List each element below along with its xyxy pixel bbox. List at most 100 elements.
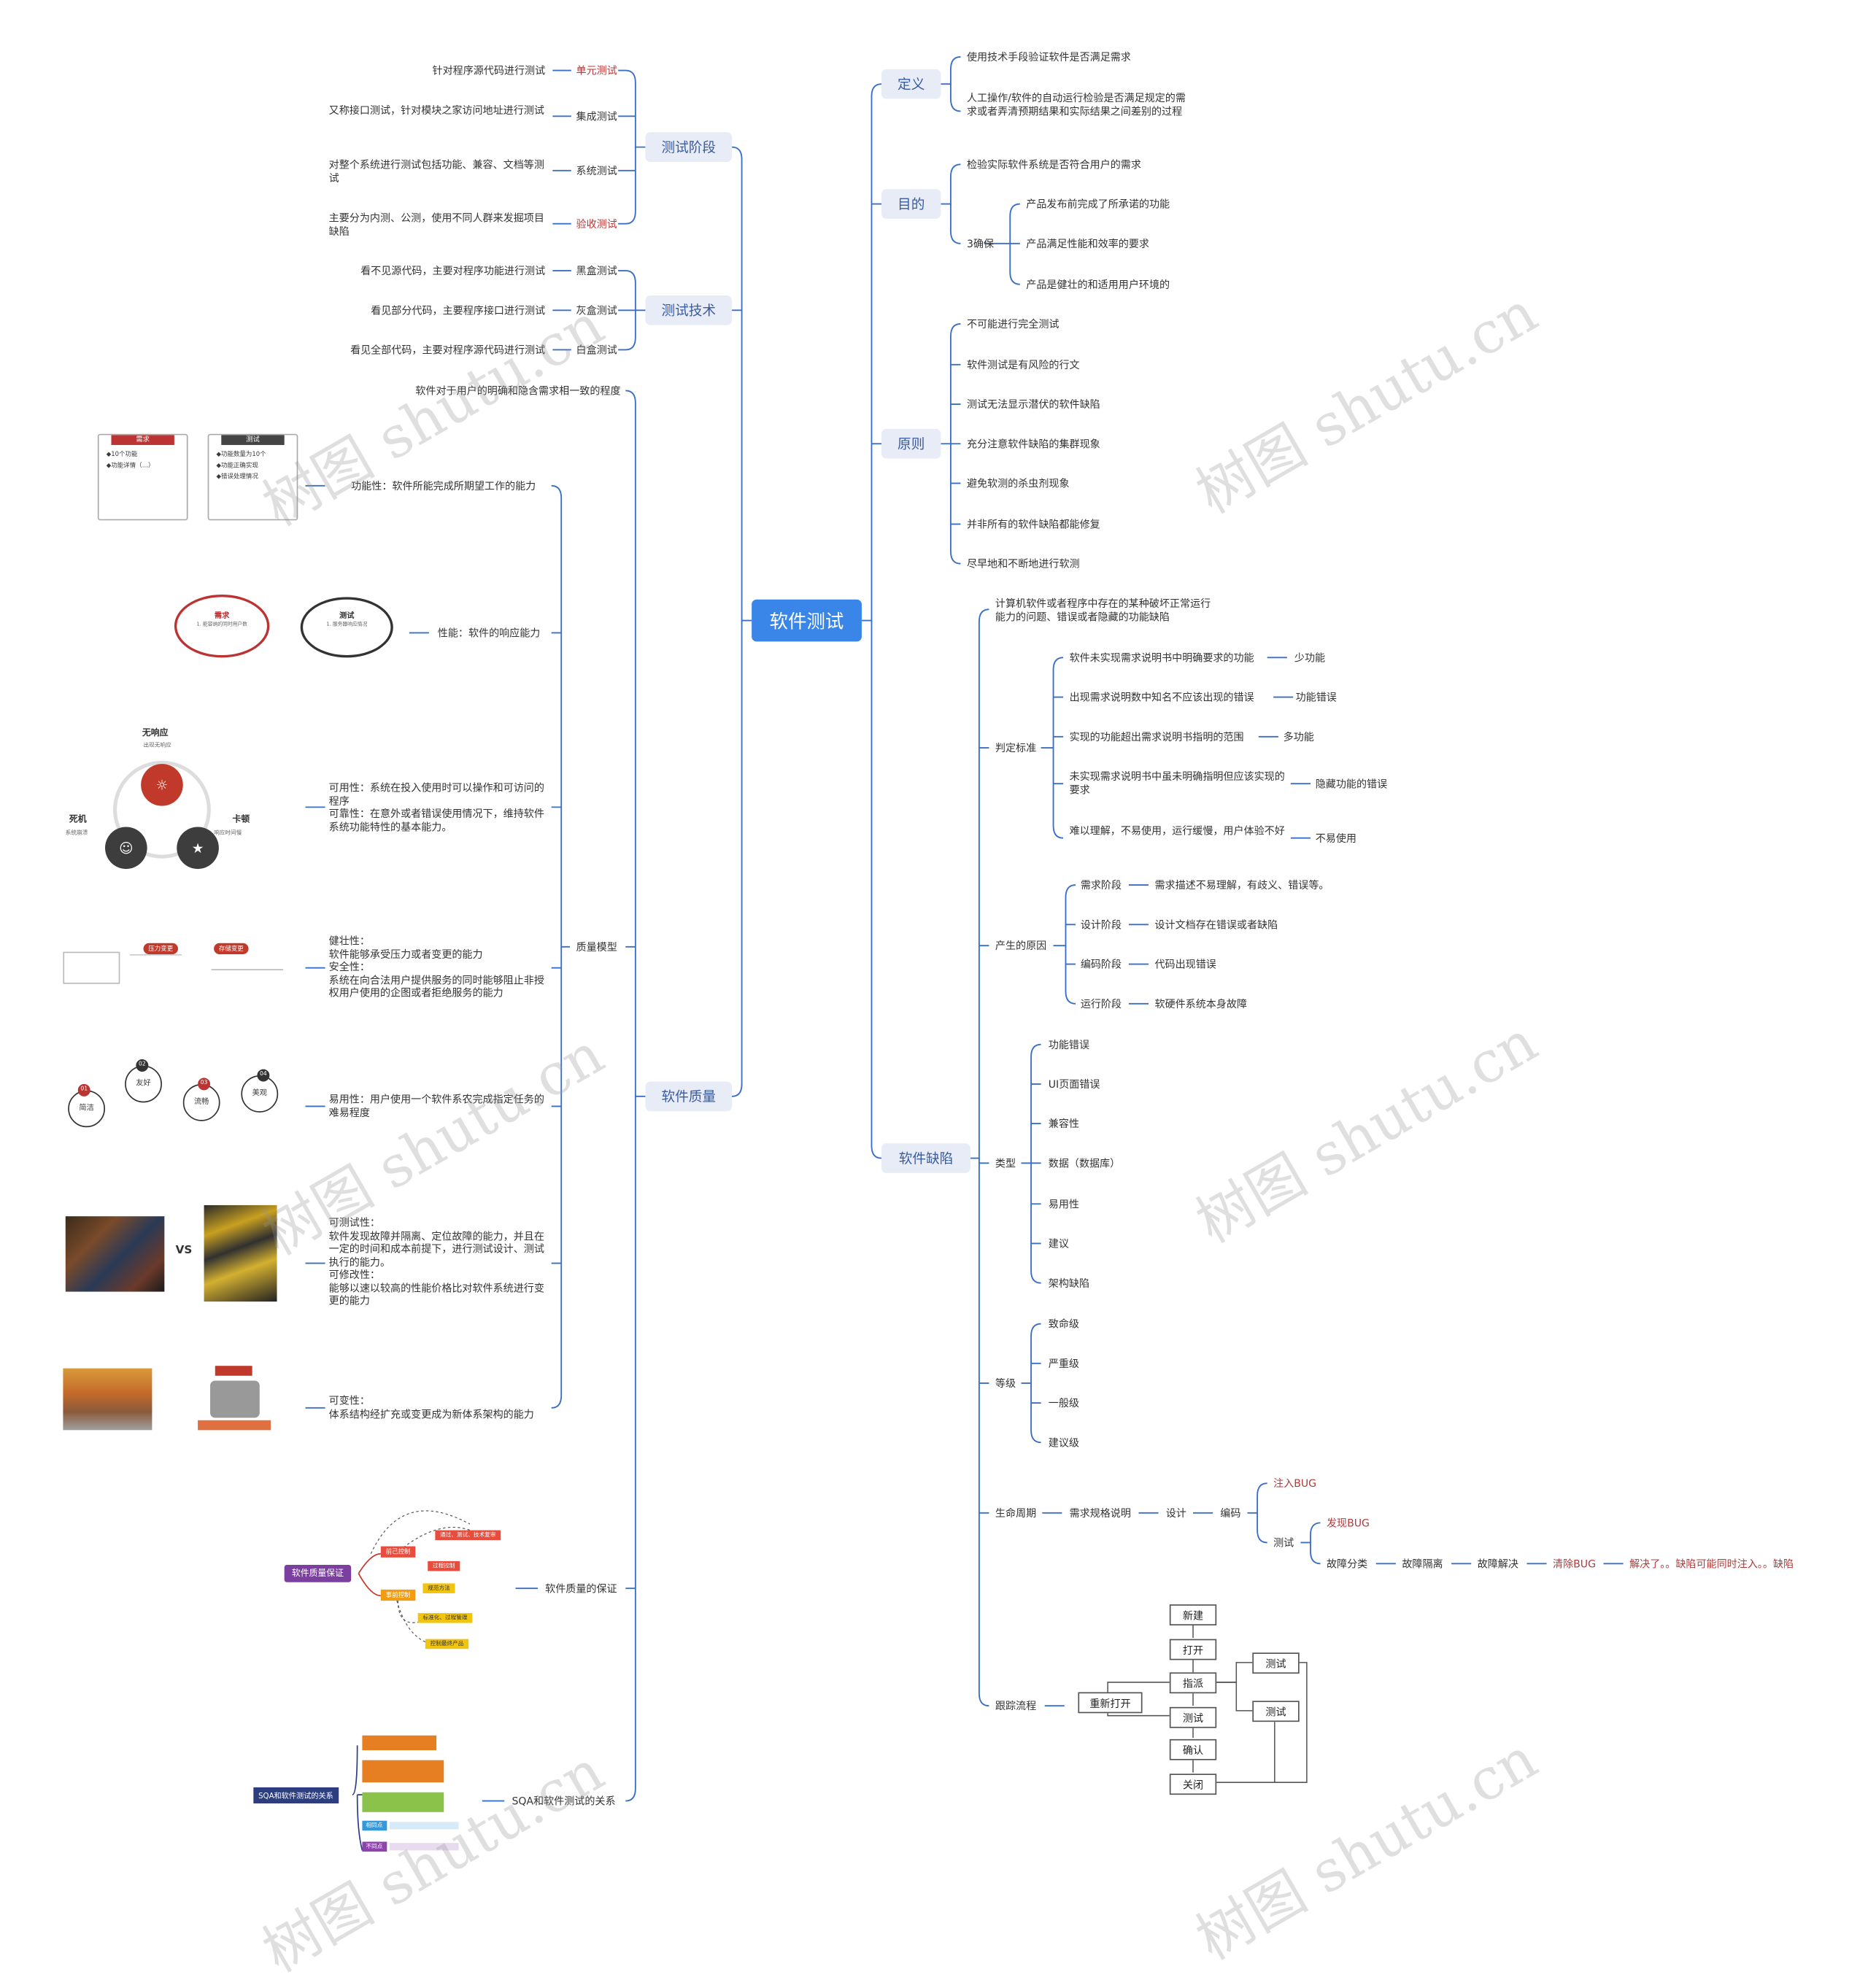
quality-model[interactable]: 质量模型	[576, 940, 617, 954]
flow-confirm[interactable]: 确认	[1169, 1738, 1217, 1760]
defect-cause[interactable]: 产生的原因	[995, 939, 1047, 952]
central-topic[interactable]: 软件测试	[752, 599, 862, 642]
lifecycle-coding[interactable]: 编码	[1220, 1507, 1241, 1520]
purpose-check[interactable]: 检验实际软件系统是否符合用户的需求	[966, 158, 1141, 171]
branch-principle[interactable]: 原则	[881, 428, 941, 459]
lifecycle-solve[interactable]: 故障解决	[1477, 1557, 1518, 1570]
principle-item[interactable]: 尽早地和不断地进行软测	[966, 557, 1080, 571]
type-item[interactable]: 数据（数据库）	[1048, 1156, 1121, 1169]
lifecycle-inject-bug[interactable]: 注入BUG	[1273, 1477, 1317, 1490]
flow-test[interactable]: 测试	[1169, 1706, 1217, 1728]
stage-unit[interactable]: 单元测试	[576, 64, 617, 77]
flow-open[interactable]: 打开	[1169, 1639, 1217, 1660]
principle-item[interactable]: 充分注意软件缺陷的集群现象	[966, 437, 1100, 450]
cause-phase[interactable]: 编码阶段	[1080, 958, 1122, 971]
tech-black-box[interactable]: 黑盒测试	[576, 264, 617, 277]
cause-desc[interactable]: 软硬件系统本身故障	[1154, 997, 1248, 1010]
cause-desc[interactable]: 代码出现错误	[1154, 958, 1216, 971]
branch-test-stage[interactable]: 测试阶段	[645, 132, 733, 162]
tech-gray-box[interactable]: 灰盒测试	[576, 303, 617, 317]
type-item[interactable]: 建议	[1048, 1237, 1069, 1250]
criteria-item[interactable]: 出现需求说明数中知名不应该出现的错误	[1069, 691, 1254, 704]
quality-definition[interactable]: 软件对于用户的明确和隐含需求相一致的程度	[415, 384, 621, 397]
purpose-ensure-item[interactable]: 产品是健壮的和适用用户环境的	[1026, 278, 1170, 291]
thumb-perf-test-title: 测试	[339, 611, 355, 621]
criteria-result[interactable]: 隐藏功能的错误	[1315, 777, 1388, 790]
model-performance[interactable]: 性能：软件的响应能力	[437, 627, 541, 639]
criteria-item[interactable]: 未实现需求说明书中虽未明确指明但应该实现的要求	[1069, 770, 1285, 796]
principle-item[interactable]: 并非所有的软件缺陷都能修复	[966, 517, 1100, 530]
model-testability[interactable]: 可测试性： 软件发现故障并隔离、定位故障的能力，并且在一定的时间和成本前提下，进…	[328, 1216, 544, 1307]
lifecycle-find-bug[interactable]: 发现BUG	[1326, 1516, 1370, 1529]
lifecycle-classify[interactable]: 故障分类	[1326, 1557, 1368, 1570]
model-robustness[interactable]: 健壮性： 软件能够承受压力或者变更的能力 安全性： 系统在向合法用户提供服务的同…	[328, 934, 544, 999]
criteria-result[interactable]: 不易使用	[1315, 832, 1356, 845]
type-item[interactable]: 易用性	[1048, 1197, 1079, 1210]
lifecycle-test[interactable]: 测试	[1273, 1536, 1294, 1549]
lifecycle-requirement[interactable]: 需求规格说明	[1069, 1507, 1131, 1520]
model-variability[interactable]: 可变性： 体系结构经扩充或变更成为新体系架构的能力	[328, 1394, 534, 1420]
stage-integration[interactable]: 集成测试	[576, 109, 617, 123]
branch-purpose[interactable]: 目的	[881, 189, 941, 219]
quality-assurance[interactable]: 软件质量的保证	[545, 1582, 617, 1595]
flow-reopen[interactable]: 重新打开	[1078, 1692, 1143, 1714]
lifecycle-tail[interactable]: 解决了。。缺陷可能同时注入。。缺陷	[1629, 1557, 1794, 1570]
principle-item[interactable]: 软件测试是有风险的行文	[966, 358, 1080, 371]
definition-item[interactable]: 人工操作/软件的自动运行检验是否满足规定的需求或者弄清预期结果和实际结果之间差别…	[966, 91, 1186, 117]
tech-white-box[interactable]: 白盒测试	[576, 344, 617, 356]
thumb-tidy-cables	[204, 1204, 277, 1302]
level-item[interactable]: 建议级	[1048, 1436, 1079, 1449]
lifecycle-isolate[interactable]: 故障隔离	[1402, 1557, 1443, 1570]
criteria-result[interactable]: 少功能	[1294, 651, 1326, 664]
defect-tracking[interactable]: 跟踪流程	[995, 1699, 1037, 1712]
defect-lifecycle[interactable]: 生命周期	[995, 1507, 1037, 1520]
cause-desc[interactable]: 需求描述不易理解，有歧义、错误等。	[1154, 878, 1329, 891]
purpose-three-ensure[interactable]: 3确保	[966, 237, 995, 250]
flow-assign[interactable]: 指派	[1169, 1672, 1217, 1694]
defect-criteria[interactable]: 判定标准	[995, 741, 1037, 754]
type-item[interactable]: 兼容性	[1048, 1117, 1079, 1130]
stage-system[interactable]: 系统测试	[576, 164, 617, 177]
criteria-item[interactable]: 实现的功能超出需求说明书指明的范围	[1069, 730, 1244, 743]
level-item[interactable]: 一般级	[1048, 1396, 1079, 1409]
criteria-item[interactable]: 难以理解，不易使用，运行缓慢，用户体验不好	[1069, 824, 1285, 838]
criteria-item[interactable]: 软件未实现需求说明书中明确要求的功能	[1069, 651, 1254, 664]
branch-test-technique[interactable]: 测试技术	[645, 295, 733, 325]
flow-close[interactable]: 关闭	[1169, 1774, 1217, 1795]
definition-item[interactable]: 使用技术手段验证软件是否满足需求	[966, 50, 1131, 63]
flow-test-b[interactable]: 测试	[1252, 1701, 1300, 1722]
lifecycle-clear-bug[interactable]: 清除BUG	[1553, 1557, 1596, 1570]
criteria-result[interactable]: 功能错误	[1295, 691, 1337, 704]
principle-item[interactable]: 避免软测的杀虫剂现象	[966, 476, 1070, 490]
cause-phase[interactable]: 需求阶段	[1080, 878, 1122, 891]
flow-new[interactable]: 新建	[1169, 1604, 1217, 1626]
level-item[interactable]: 严重级	[1048, 1357, 1079, 1370]
defect-level[interactable]: 等级	[995, 1377, 1016, 1390]
type-item[interactable]: UI页面错误	[1048, 1078, 1100, 1091]
flow-test-a[interactable]: 测试	[1252, 1652, 1300, 1674]
type-item[interactable]: 功能错误	[1048, 1038, 1090, 1051]
lifecycle-design[interactable]: 设计	[1165, 1507, 1186, 1520]
criteria-result[interactable]: 多功能	[1283, 730, 1314, 743]
model-usability[interactable]: 可用性：系统在投入使用时可以操作和可访问的程序 可靠性：在意外或者错误使用情况下…	[328, 781, 544, 833]
cause-desc[interactable]: 设计文档存在错误或者缺陷	[1154, 918, 1278, 931]
model-ease-of-use[interactable]: 易用性：用户使用一个软件系农完成指定任务的难易程度	[328, 1092, 544, 1118]
thumb-crash-sub: 系统崩溃	[65, 830, 88, 838]
tech-gray-box-desc: 看见部分代码，主要程序接口进行测试	[371, 303, 546, 317]
cause-phase[interactable]: 运行阶段	[1080, 997, 1122, 1010]
model-functionality[interactable]: 功能性：软件所能完成所期望工作的能力	[351, 479, 536, 492]
type-item[interactable]: 架构缺陷	[1048, 1277, 1090, 1290]
branch-software-quality[interactable]: 软件质量	[645, 1081, 733, 1112]
purpose-ensure-item[interactable]: 产品满足性能和效率的要求	[1026, 237, 1149, 250]
defect-definition[interactable]: 计算机软件或者程序中存在的某种破坏正常运行能力的问题、错误或者隐藏的功能缺陷	[995, 597, 1211, 623]
cause-phase[interactable]: 设计阶段	[1080, 918, 1122, 931]
principle-item[interactable]: 不可能进行完全测试	[966, 317, 1060, 330]
sqa-relation[interactable]: SQA和软件测试的关系	[512, 1795, 616, 1808]
defect-type[interactable]: 类型	[995, 1156, 1016, 1169]
level-item[interactable]: 致命级	[1048, 1318, 1079, 1331]
branch-definition[interactable]: 定义	[881, 69, 941, 99]
principle-item[interactable]: 测试无法显示潜伏的软件缺陷	[966, 398, 1100, 411]
branch-software-defect[interactable]: 软件缺陷	[881, 1143, 971, 1173]
stage-acceptance[interactable]: 验收测试	[576, 217, 617, 231]
purpose-ensure-item[interactable]: 产品发布前完成了所承诺的功能	[1026, 198, 1170, 211]
